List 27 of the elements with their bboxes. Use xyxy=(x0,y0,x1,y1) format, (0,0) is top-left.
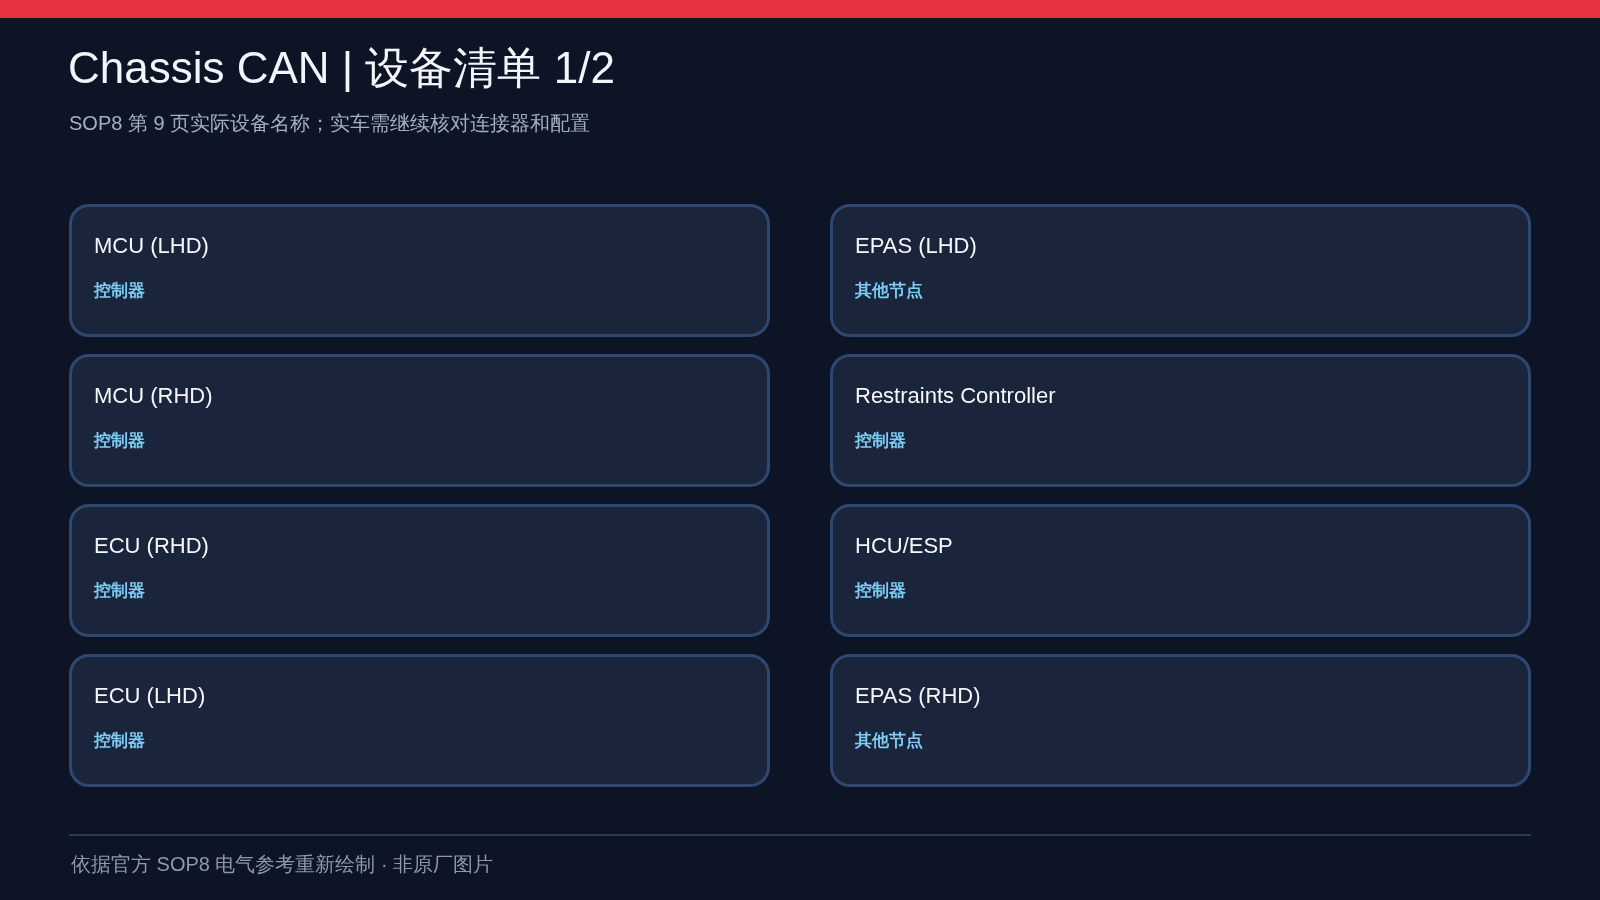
category-label: 控制器 xyxy=(855,430,906,452)
device-card xyxy=(830,654,1531,787)
device-name: EPAS (RHD) xyxy=(855,682,981,710)
device-name: MCU (RHD) xyxy=(94,382,213,410)
category-label: 控制器 xyxy=(94,280,145,302)
device-card xyxy=(830,354,1531,487)
device-name: HCU/ESP xyxy=(855,532,953,560)
device-card xyxy=(69,654,770,787)
device-name: ECU (LHD) xyxy=(94,682,206,710)
footer-note: 依据官方 SOP8 电气参考重新绘制 · 非原厂图片 xyxy=(71,852,494,877)
title: Chassis CAN | 设备清单 1/2 xyxy=(68,42,615,94)
category-label: 控制器 xyxy=(94,730,145,752)
device-card xyxy=(830,504,1531,637)
device-card xyxy=(830,204,1531,337)
category-label: 其他节点 xyxy=(855,280,923,302)
category-label: 其他节点 xyxy=(855,730,923,752)
device-name: ECU (RHD) xyxy=(94,532,209,560)
device-card xyxy=(69,354,770,487)
category-label: 控制器 xyxy=(94,580,145,602)
device-name: EPAS (LHD) xyxy=(855,232,977,260)
device-name: Restraints Controller xyxy=(855,382,1056,410)
category-label: 控制器 xyxy=(94,430,145,452)
device-card xyxy=(69,504,770,637)
device-card xyxy=(69,204,770,337)
device-name: MCU (LHD) xyxy=(94,232,209,260)
category-label: 控制器 xyxy=(855,580,906,602)
subtitle: SOP8 第 9 页实际设备名称；实车需继续核对连接器和配置 xyxy=(69,111,591,136)
